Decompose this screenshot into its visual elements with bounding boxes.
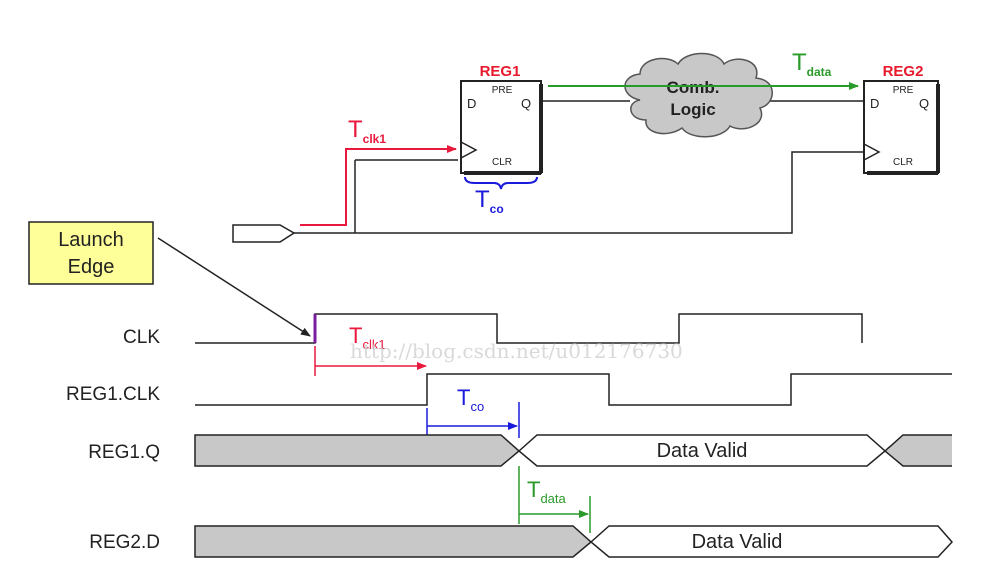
reg1-q-invalid [194, 434, 521, 467]
reg1-q-data-valid: Data Valid [657, 440, 748, 462]
comb-logic-cloud [624, 52, 773, 138]
reg1-pre: PRE [492, 85, 513, 96]
launch-edge-line2: Edge [68, 256, 115, 278]
reg2-clr: CLR [893, 157, 913, 168]
tco-brace [464, 176, 538, 190]
reg2-d-invalid [194, 525, 593, 558]
clock-input-port [232, 224, 296, 243]
reg2-q: Q [919, 96, 929, 111]
tclk1-label: Tclk1 [348, 116, 386, 146]
tclk1-timing-label: Tclk1 [349, 323, 386, 352]
reg1-d: D [467, 96, 476, 111]
tco-label: Tco [475, 186, 504, 216]
comb-logic-line1: Comb. [667, 78, 720, 97]
tdata-timing-label: Tdata [527, 477, 567, 506]
reg1-q: Q [521, 96, 531, 111]
launch-edge-box [28, 221, 154, 285]
reg2-block [863, 80, 940, 175]
watermark: http://blog.csdn.net/u012176730 [350, 339, 683, 363]
reg1-block [460, 80, 543, 175]
reg2-pre: PRE [893, 85, 914, 96]
reg2-d: D [870, 96, 879, 111]
reg1-clk-waveform [195, 373, 952, 406]
signal-label-reg2-d: REG2.D [89, 532, 160, 553]
reg1-title: REG1 [480, 63, 521, 80]
reg1-q-invalid-next [883, 434, 952, 467]
reg2-title: REG2 [883, 63, 924, 80]
reg2-d-valid [589, 525, 954, 558]
signal-label-reg1-q: REG1.Q [88, 442, 160, 463]
reg2-d-data-valid: Data Valid [692, 531, 783, 553]
reg1-clr: CLR [492, 157, 512, 168]
signal-label-clk: CLK [123, 327, 160, 348]
comb-logic-line2: Logic [670, 100, 715, 119]
launch-edge-line1: Launch [58, 229, 124, 251]
launch-edge-pointer [157, 237, 311, 337]
clock-net-reg2 [294, 151, 864, 234]
tco-timing-label: Tco [457, 385, 484, 414]
tclk1-path [300, 145, 457, 226]
tdata-label: Tdata [792, 49, 832, 79]
signal-label-reg1-clk: REG1.CLK [66, 384, 160, 405]
